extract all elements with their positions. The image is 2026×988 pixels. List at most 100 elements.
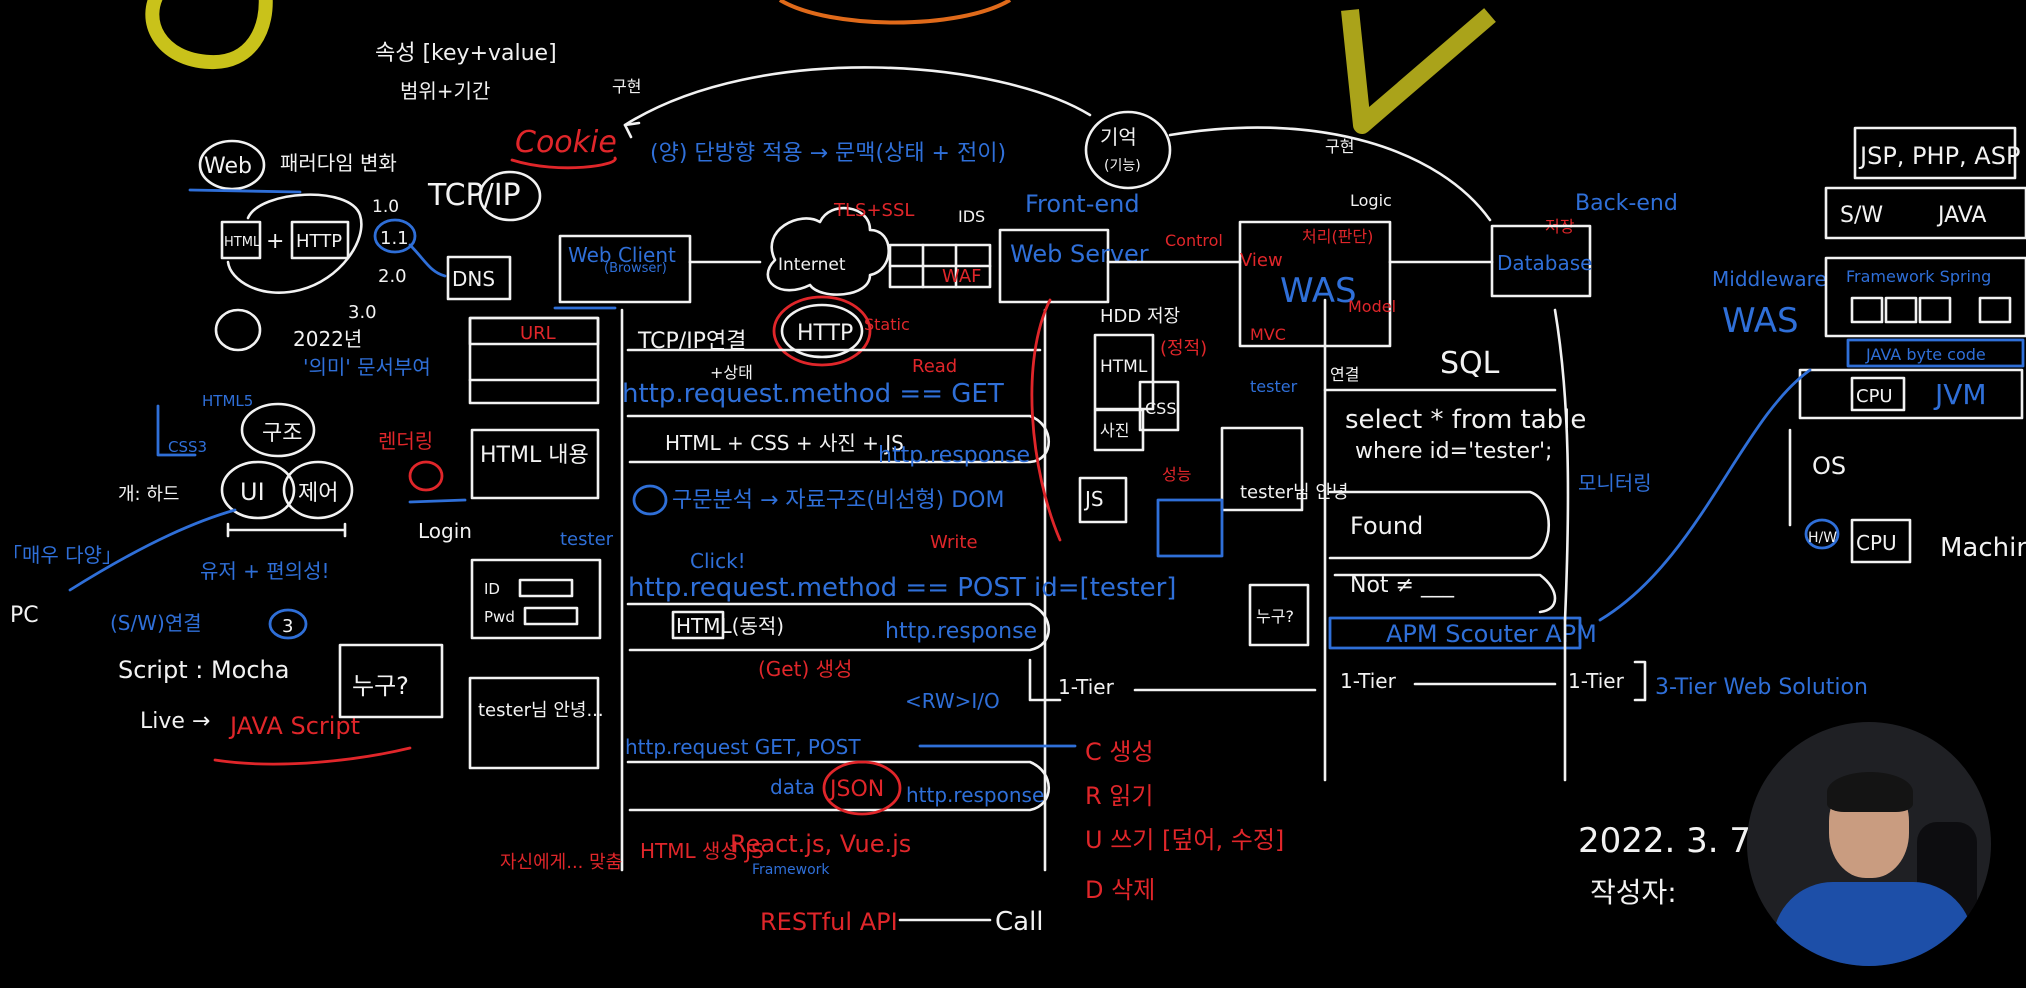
url-text: URL — [520, 323, 556, 344]
storage-text: (정적) — [1160, 338, 1207, 359]
database-box — [1490, 224, 1592, 298]
memory-to-db-arrow — [1168, 126, 1492, 222]
self-only-text: 자신에게... 맞춤 — [500, 852, 622, 873]
monitor-text: 모니터링 — [1578, 471, 1652, 495]
middleware-text: Middleware — [1712, 267, 1827, 291]
script-mocha-text: Script : Mocha — [118, 656, 289, 684]
response3-text: http.response — [906, 783, 1044, 807]
data-text: data — [770, 775, 815, 799]
crud-u-text: U 쓰기 [덮어, 수정] — [1085, 826, 1284, 854]
framework-box — [1824, 256, 2026, 338]
cookie-arc-head — [623, 121, 641, 139]
author-text: 작성자: — [1590, 876, 1677, 909]
css-file-box — [1138, 380, 1180, 432]
semantic-doc-text: '의미' 문서부여 — [303, 355, 431, 379]
logic-text: Logic — [1350, 191, 1392, 210]
apm-to-jvm-arrow — [1598, 368, 1812, 622]
v11-to-dns-arrow — [408, 243, 447, 278]
db-rail — [1553, 308, 1570, 622]
memory-text: 기억 — [1100, 125, 1137, 149]
http-box — [290, 220, 350, 260]
very-diverse-text: 「매우 다양」 — [2, 543, 122, 567]
not-found-text: Not ≠ ___ — [1350, 573, 1455, 598]
year-text: 2022년 — [293, 327, 362, 351]
yellow-circle-stroke — [145, 0, 273, 70]
javascript-text: JAVA Script — [228, 712, 360, 740]
id-field-text: ID — [484, 580, 500, 598]
req-post-text: http.request.method == POST id=[tester] — [628, 573, 1176, 603]
yellow-check-stroke — [1341, 8, 1496, 134]
result-box — [1220, 426, 1304, 512]
req-get-text: http.request.method == GET — [622, 379, 1004, 409]
web-paradigm-text: 패러다임 변화 — [280, 151, 397, 175]
login-window — [470, 558, 602, 640]
tester-query-text: tester — [1250, 377, 1298, 396]
ui-range-line — [226, 522, 347, 538]
hdd-text: HDD 저장 — [1100, 306, 1180, 327]
sw-dev-text: (S/W)연결 — [110, 611, 202, 635]
state-text: +상태 — [710, 363, 753, 382]
css3-text: CSS3 — [168, 438, 207, 456]
pwd-field-text: Pwd — [484, 608, 515, 626]
react-text: React.js, Vue.js — [730, 830, 911, 858]
html-gen-text: HTML 생성 JS — [640, 839, 764, 863]
live-text: Live → — [140, 709, 210, 734]
tcpip-text: TCP/IP — [427, 178, 521, 213]
tcpip-circle — [478, 170, 542, 222]
impl-left-text: 구현 — [612, 77, 641, 96]
crud-r-text: R 읽기 — [1085, 782, 1153, 810]
was-box — [1238, 220, 1392, 348]
cpu2-box — [1850, 518, 1912, 564]
js-file-text: JS — [1083, 487, 1104, 511]
perf-text: 성능 — [1162, 465, 1191, 484]
who-text-2: 누구? — [1256, 607, 1294, 626]
was-text: WAS — [1280, 271, 1357, 311]
impl-right-text: 구현 — [1325, 137, 1354, 156]
control-label-text: Control — [1165, 231, 1223, 250]
restful-text: RESTful API — [760, 908, 898, 936]
conn-text: 연결 — [1330, 365, 1359, 384]
tester-hello-text: tester님 안녕... — [478, 700, 604, 721]
java-bytecode-box — [1846, 338, 2025, 368]
step1-circle — [632, 484, 668, 516]
html-dynamic-box — [671, 610, 725, 640]
pc-to-ui-arrow — [68, 508, 237, 592]
back-end-text: Back-end — [1575, 191, 1678, 216]
http-red-ring — [772, 295, 872, 367]
framework-slot-1 — [1850, 296, 1884, 324]
content-arrow — [408, 498, 467, 504]
post-loop — [626, 602, 1051, 652]
v10-text: 1.0 — [372, 197, 399, 217]
select-text: select * from table — [1345, 405, 1586, 435]
who-window — [338, 643, 444, 719]
id-field-box — [518, 578, 574, 598]
cookie-text: Cookie — [515, 125, 617, 160]
v11-text: 1.1 — [380, 228, 409, 249]
cookie-underline — [510, 156, 617, 170]
tls-text: TLS+SSL — [833, 200, 914, 221]
step3-text: 3 — [282, 616, 293, 637]
response2-text: http.response — [885, 619, 1037, 644]
mvc-text: MVC — [1250, 325, 1286, 344]
browser-text: (Browser) — [604, 261, 667, 276]
click-text: Click! — [690, 549, 746, 573]
v20-text: 2.0 — [378, 266, 407, 287]
tier1-text: 1-Tier — [1058, 675, 1115, 699]
presenter-webcam — [1747, 722, 1991, 966]
call-text: Call — [995, 907, 1044, 937]
who-box-2 — [1248, 583, 1310, 647]
tier3-text: 1-Tier — [1568, 669, 1625, 693]
tester-text: tester — [560, 529, 614, 550]
http-cloud-text: HTTP — [797, 321, 853, 346]
database-text: Database — [1497, 251, 1592, 275]
tier3-bracket — [1633, 660, 1647, 702]
step3-circle — [268, 608, 308, 640]
cpu1-box — [1850, 376, 1906, 412]
memory-circle — [1084, 110, 1172, 190]
date-text: 2022. 3. 7 — [1578, 821, 1751, 861]
control-text: 제어 — [298, 481, 338, 506]
stateless-note-text: (양) 단방향 적용 → 문맥(상태 + 전이) — [650, 141, 1006, 166]
pc-text: PC — [10, 603, 39, 628]
who-text: 누구? — [352, 672, 409, 700]
